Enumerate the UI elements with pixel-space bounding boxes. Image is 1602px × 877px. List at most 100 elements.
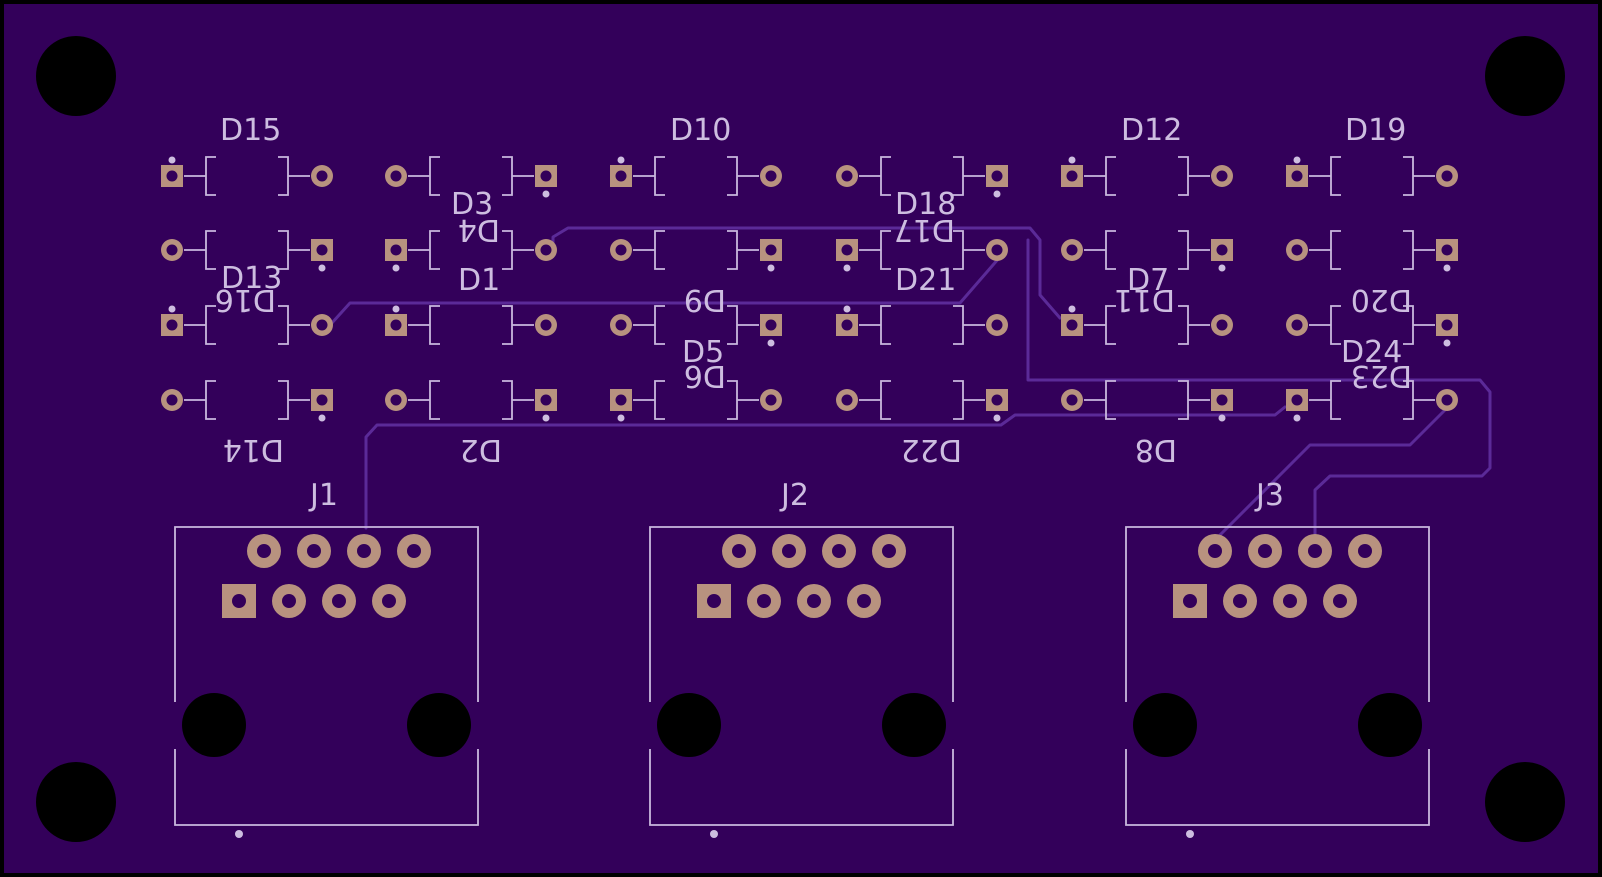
led-outline: [1084, 156, 1116, 196]
led-outline: [1178, 305, 1210, 345]
label-D22-mirrored: D22: [901, 432, 962, 467]
drill: [765, 394, 777, 406]
led-footprint: [610, 156, 782, 196]
led-outline: [1178, 380, 1210, 420]
drill: [615, 394, 627, 406]
polarity-dot: [767, 339, 775, 347]
trace: [1026, 238, 1492, 552]
jack-mounting-hole: [1358, 693, 1422, 757]
label-D15: D15: [220, 113, 281, 148]
drill: [1066, 319, 1078, 331]
led-outline: [1178, 230, 1210, 270]
drill: [841, 170, 853, 182]
led-outline: [408, 230, 440, 270]
drill: [882, 544, 896, 558]
polarity-dot: [843, 264, 851, 272]
led-outline: [727, 305, 759, 345]
led-outline: [633, 230, 665, 270]
led-footprint: [836, 305, 1008, 345]
jack-mounting-hole: [407, 693, 471, 757]
rj45-connectors: [174, 526, 1430, 838]
led-outline: [953, 156, 985, 196]
drill: [407, 544, 421, 558]
polarity-dot: [168, 156, 176, 164]
drill: [857, 594, 871, 608]
jack-mounting-hole: [1133, 693, 1197, 757]
label-J3: J3: [1254, 478, 1284, 513]
label-D4-mirrored: D4: [458, 212, 500, 247]
label-D7: D7: [1127, 263, 1169, 298]
led-outline: [502, 380, 534, 420]
led-footprint: [385, 230, 557, 272]
drill: [332, 594, 346, 608]
polarity-dot: [1218, 264, 1226, 272]
drill: [1441, 319, 1453, 331]
trace: [364, 405, 1287, 530]
led-footprint: [161, 156, 333, 196]
led-footprint: [610, 380, 782, 422]
label-D8-mirrored: D8: [1135, 432, 1177, 467]
jack-outline: [1125, 526, 1430, 702]
led-footprint: [1286, 156, 1458, 196]
polarity-dot: [993, 414, 1001, 422]
polarity-dot: [1068, 305, 1076, 313]
led-outline: [633, 380, 665, 420]
led-outline: [278, 305, 310, 345]
led-footprint: [610, 305, 782, 347]
led-outline: [1309, 156, 1341, 196]
mounting-hole-top-right: [1485, 36, 1565, 116]
label-D1: D1: [458, 263, 500, 298]
drill: [1333, 594, 1347, 608]
led-footprint: [1061, 380, 1233, 422]
drill: [615, 319, 627, 331]
label-D14-mirrored: D14: [223, 432, 284, 467]
label-D3: D3: [451, 187, 493, 222]
polarity-dot: [1293, 414, 1301, 422]
polarity-dot: [843, 305, 851, 313]
rj45-jack: [174, 526, 479, 838]
trace: [551, 226, 1062, 320]
polarity-dot: [617, 414, 625, 422]
drill: [1358, 544, 1372, 558]
label-D23-mirrored: D23: [1351, 358, 1412, 393]
led-outline: [1084, 230, 1116, 270]
drill: [991, 394, 1003, 406]
drill: [1066, 394, 1078, 406]
drill: [540, 170, 552, 182]
led-outline: [1309, 230, 1341, 270]
label-J1: J1: [308, 478, 338, 513]
drill: [1208, 544, 1222, 558]
drill: [390, 319, 402, 331]
drill: [382, 594, 396, 608]
jack-mounting-hole: [882, 693, 946, 757]
polarity-dot: [542, 190, 550, 198]
label-D12: D12: [1121, 113, 1182, 148]
led-outline: [184, 230, 216, 270]
label-D5: D5: [682, 335, 724, 370]
label-D9-mirrored: D9: [684, 282, 726, 317]
led-footprint: [836, 380, 1008, 422]
drill: [1233, 594, 1247, 608]
pin1-dot: [235, 830, 243, 838]
drill: [166, 244, 178, 256]
drill: [807, 594, 821, 608]
led-outline: [1309, 380, 1341, 420]
drill: [991, 319, 1003, 331]
led-footprint: [1061, 230, 1233, 272]
led-outline: [184, 380, 216, 420]
led-footprint: [1061, 305, 1233, 345]
pin1-dot: [710, 830, 718, 838]
trace: [329, 248, 1008, 326]
drill: [991, 244, 1003, 256]
drill: [1308, 544, 1322, 558]
led-footprint: [1286, 380, 1458, 422]
label-D2-mirrored: D2: [460, 432, 502, 467]
drill: [307, 544, 321, 558]
polarity-dot: [392, 305, 400, 313]
led-outline: [184, 156, 216, 196]
led-outline: [408, 156, 440, 196]
drill: [1066, 170, 1078, 182]
led-outline: [408, 305, 440, 345]
mounting-hole-bottom-left: [36, 762, 116, 842]
